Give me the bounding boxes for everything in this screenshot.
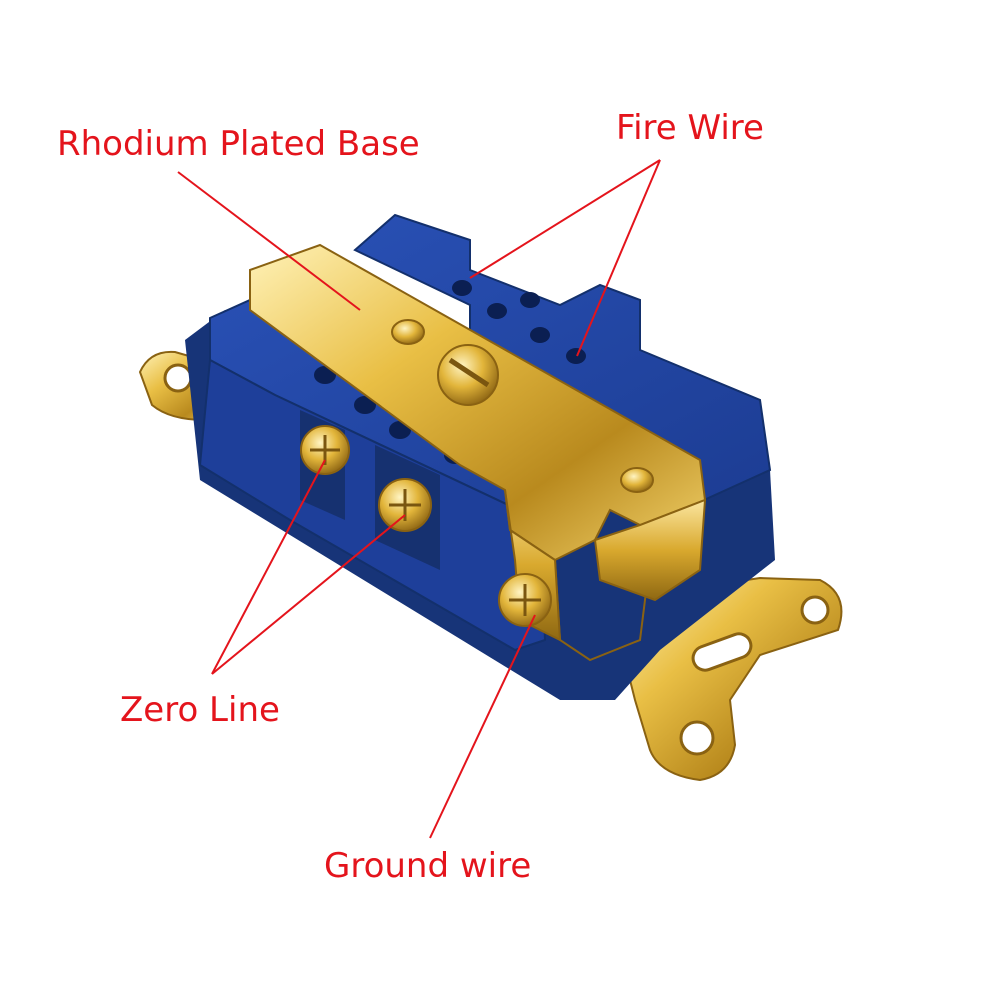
right-strap-slot — [691, 632, 753, 672]
leader-line-zero-2 — [211, 514, 406, 675]
label-rhodium-plated-base: Rhodium Plated Base — [57, 124, 420, 164]
right-strap-hole-top — [800, 595, 830, 625]
label-ground-wire: Ground wire — [324, 846, 532, 886]
label-zero-line: Zero Line — [120, 690, 280, 730]
leader-line-rhodium — [177, 171, 361, 311]
rhodium-plated-base — [249, 243, 707, 662]
leader-line-zero-1 — [211, 459, 326, 675]
label-fire-wire: Fire Wire — [616, 108, 764, 148]
terminal-screw-1-icon — [300, 425, 350, 475]
leader-line-fire-2 — [576, 159, 661, 357]
rivet-2 — [620, 467, 654, 493]
terminal-screw-2-icon — [378, 478, 432, 532]
right-strap-hole-bottom — [679, 720, 715, 756]
rivet-1 — [391, 319, 425, 345]
left-strap-hole — [163, 363, 193, 393]
ground-screw-icon — [498, 573, 552, 627]
hole-group-right — [452, 280, 586, 364]
center-screw-icon — [437, 344, 499, 406]
leader-line-ground — [429, 614, 536, 839]
leader-line-fire-1 — [469, 159, 661, 279]
